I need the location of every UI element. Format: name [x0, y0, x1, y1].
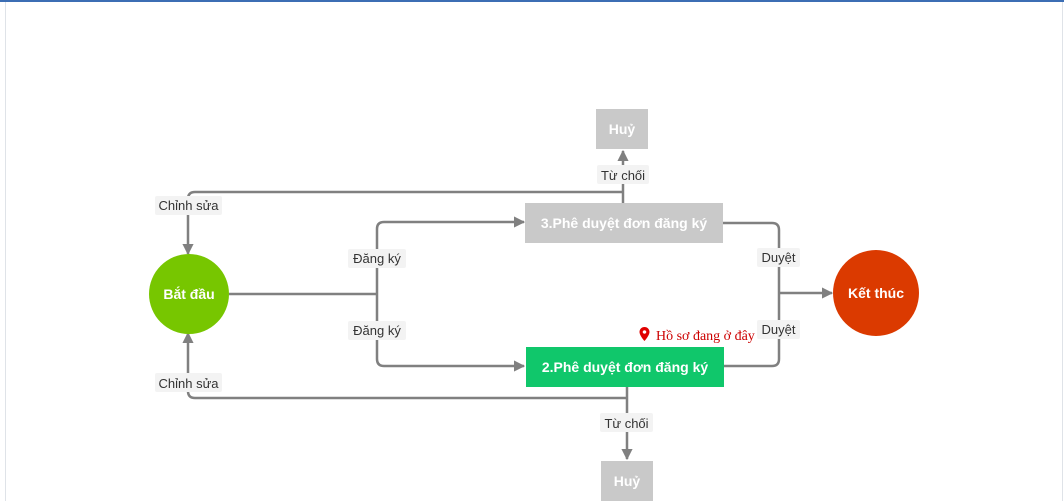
- node-cancel-bottom-shape: [601, 461, 653, 501]
- node-step2-shape: [526, 347, 724, 387]
- node-start-label: Bắt đầu: [163, 285, 214, 302]
- diagram-frame: [5, 2, 1063, 501]
- edge-step2-approve: [723, 293, 781, 368]
- edge-step3-approve: [723, 221, 781, 293]
- status-marker: Hồ sơ đang ở đây: [639, 327, 755, 344]
- svg-text:Duyệt: Duyệt: [762, 250, 796, 265]
- svg-text:Chỉnh sửa: Chỉnh sửa: [158, 376, 219, 391]
- node-step2-label: 2.Phê duyệt đơn đăng ký: [542, 359, 709, 375]
- edge-register-to-step3: [375, 216, 526, 294]
- node-cancel-top-shape: [596, 109, 648, 149]
- node-step3[interactable]: 3.Phê duyệt đơn đăng ký: [525, 203, 723, 243]
- top-accent-bar: [0, 0, 1064, 2]
- svg-text:Đăng ký: Đăng ký: [353, 251, 401, 266]
- node-cancel-bottom[interactable]: Huỷ: [601, 461, 653, 501]
- node-start-shape: [149, 254, 229, 334]
- node-step3-shape: [525, 203, 723, 243]
- label-reject-bottom: Từ chối: [600, 413, 653, 432]
- label-register-top: Đăng ký: [348, 249, 406, 268]
- node-step2[interactable]: 2.Phê duyệt đơn đăng ký: [526, 347, 724, 387]
- edge-register-to-step2: [375, 294, 526, 372]
- status-marker-text: Hồ sơ đang ở đây: [656, 329, 755, 344]
- svg-text:Từ chối: Từ chối: [601, 168, 645, 183]
- node-start[interactable]: Bắt đầu: [149, 254, 229, 334]
- svg-text:Chỉnh sửa: Chỉnh sửa: [158, 198, 219, 213]
- node-end-label: Kết thúc: [848, 285, 904, 301]
- label-reject-top: Từ chối: [597, 165, 649, 184]
- node-cancel-top-label: Huỷ: [609, 121, 636, 137]
- svg-text:Duyệt: Duyệt: [762, 322, 796, 337]
- map-pin-icon: [639, 327, 650, 341]
- node-cancel-bottom-label: Huỷ: [614, 473, 641, 489]
- svg-text:Từ chối: Từ chối: [604, 416, 648, 431]
- node-end[interactable]: Kết thúc: [833, 250, 919, 336]
- label-register-bottom: Đăng ký: [348, 321, 406, 340]
- node-end-shape: [833, 250, 919, 336]
- node-step3-label: 3.Phê duyệt đơn đăng ký: [541, 215, 708, 231]
- label-approve-top: Duyệt: [757, 248, 800, 267]
- label-approve-bottom: Duyệt: [757, 320, 800, 339]
- svg-text:Đăng ký: Đăng ký: [353, 323, 401, 338]
- node-cancel-top[interactable]: Huỷ: [596, 109, 648, 149]
- label-edit-bottom: Chỉnh sửa: [155, 373, 222, 392]
- label-edit-top: Chỉnh sửa: [155, 196, 222, 215]
